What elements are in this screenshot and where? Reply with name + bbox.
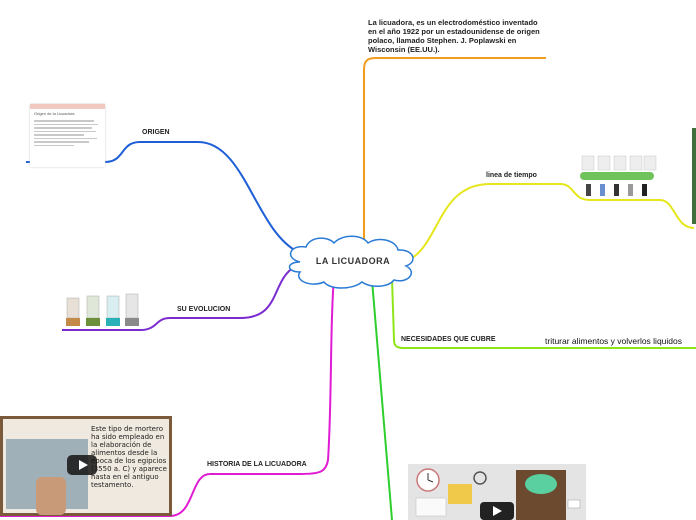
origen-document-title: Origen de la Licuadora [30,109,105,118]
historia-video-caption: Este tipo de mortero ha sido empleado en… [91,425,169,489]
definicion-connector [364,58,546,242]
offscreen-node-edge [692,128,696,224]
green-branch-connector [372,280,392,520]
necesidades-label[interactable]: NECESIDADES QUE CUBRE [401,336,496,343]
magnifier-icon [474,472,486,484]
necesidades-child-text[interactable]: triturar alimentos y volverlos liquidos [545,336,682,346]
bottom-video-thumbnail[interactable] [408,464,586,520]
origen-document-image[interactable]: Origen de la Licuadora [30,104,105,167]
blender-icon-2 [86,296,100,326]
blender-icon-1 [66,298,80,326]
historia-label[interactable]: HISTORIA DE LA LICUADORA [207,461,307,468]
blender-icon-3 [106,296,120,326]
linea-tiempo-label[interactable]: linea de tiempo [486,172,537,179]
video-collage-image [408,464,586,520]
blender-icon-4 [125,294,139,326]
play-icon[interactable] [67,455,97,475]
historia-video-thumbnail[interactable]: Este tipo de mortero ha sido empleado en… [0,416,172,516]
pencil-icon [448,484,472,504]
blenders-evolution-image[interactable] [64,290,142,330]
central-topic[interactable]: LA LICUADORA [310,256,396,266]
definicion-text[interactable]: La licuadora, es un electrodoméstico inv… [368,18,548,54]
origen-label[interactable]: ORIGEN [142,129,170,136]
su-evolucion-label[interactable]: SU EVOLUCION [177,306,230,313]
timeline-image[interactable] [578,154,658,200]
